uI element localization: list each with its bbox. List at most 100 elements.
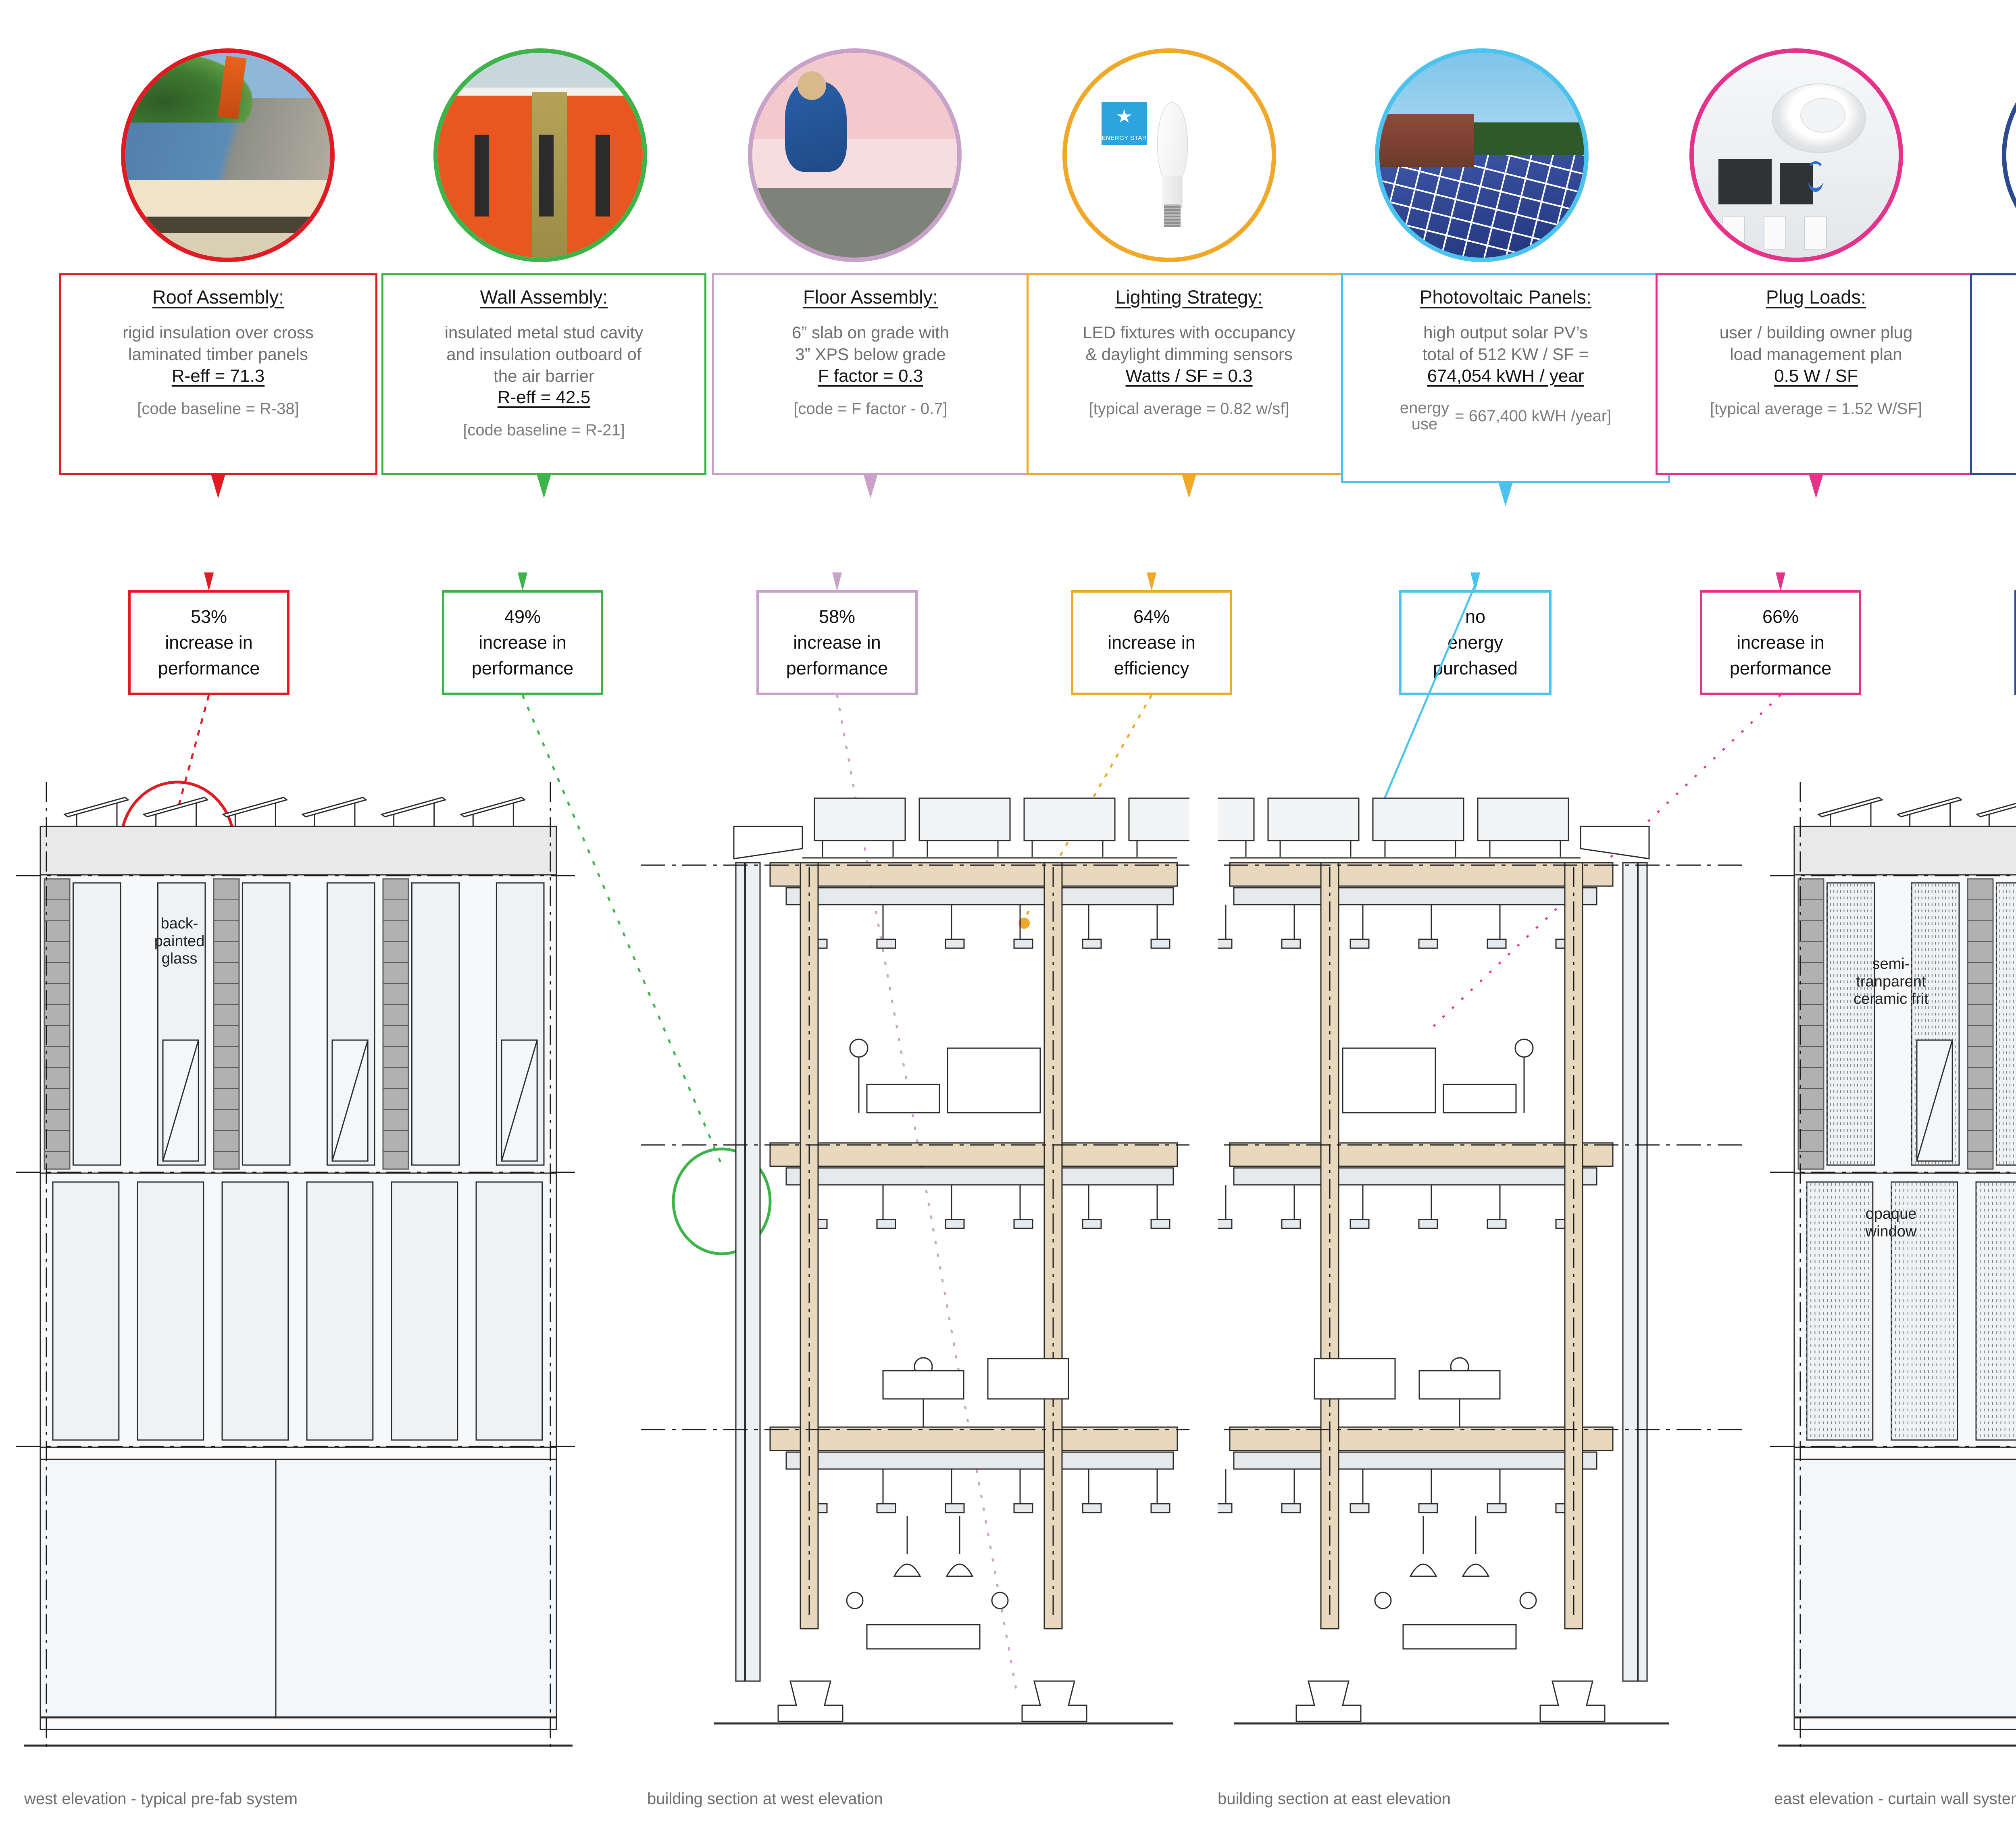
plug-card-description: user / building owner plug load managemen… bbox=[1720, 322, 1913, 365]
floor-assembly-photo bbox=[748, 48, 962, 262]
east-elevation-drawing bbox=[1770, 766, 2016, 1766]
floor-badge-line: increase in bbox=[793, 632, 881, 653]
roof-assembly-photo bbox=[121, 48, 335, 262]
roof-badge-line: increase in bbox=[165, 632, 253, 653]
lighting-strategy-photo: ENERGY STAR bbox=[1062, 48, 1276, 262]
west-elevation-drawing bbox=[16, 766, 581, 1766]
back-painted-glass-line: back- bbox=[160, 915, 198, 932]
floor-info-card: Floor Assembly: 6” slab on grade with 3” X… bbox=[712, 273, 1029, 475]
plug-badge-line: performance bbox=[1729, 658, 1832, 678]
section-west-drawing bbox=[641, 766, 1189, 1766]
plug-info-card: Plug Loads: user / building owner plug loa… bbox=[1656, 273, 1976, 475]
roof-card-pointer bbox=[211, 474, 225, 498]
wall-baseline-note: [code baseline = R-21] bbox=[463, 421, 625, 439]
wall-badge-line: 49% bbox=[504, 606, 541, 627]
photovoltaic-panels-photo bbox=[1375, 48, 1589, 262]
lighting-badge-line: efficiency bbox=[1114, 658, 1189, 678]
pv-performance-badge: no energy purchased bbox=[1399, 590, 1552, 695]
floor-baseline-note: [code = F factor - 0.7] bbox=[793, 400, 948, 418]
pv-badge-pointer bbox=[1470, 572, 1480, 591]
pv-card-description: high output solar PV’s total of 512 KW / … bbox=[1422, 322, 1589, 365]
pv-card-title: Photovoltaic Panels: bbox=[1420, 286, 1591, 308]
floor-desc-line: 6” slab on grade with bbox=[792, 323, 949, 342]
pv-badge-line: energy bbox=[1447, 632, 1503, 653]
lighting-card-title: Lighting Strategy: bbox=[1115, 286, 1263, 308]
lighting-badge-pointer bbox=[1147, 572, 1156, 591]
floor-card-pointer bbox=[863, 474, 878, 498]
energy-star-label: ENERGY STAR bbox=[1102, 135, 1147, 142]
floor-card-description: 6” slab on grade with 3” XPS below grade bbox=[792, 322, 949, 365]
lighting-card-description: LED fixtures with occupancy & daylight di… bbox=[1083, 322, 1295, 365]
wall-desc-line: and insulation outboard of bbox=[446, 344, 641, 364]
opaque-window-line: window bbox=[1865, 1223, 1917, 1240]
lighting-performance-badge: 64% increase in efficiency bbox=[1071, 590, 1232, 695]
pv-note-word: energy bbox=[1400, 399, 1450, 417]
floor-badge-pointer bbox=[832, 572, 842, 591]
floor-desc-line: 3” XPS below grade bbox=[795, 344, 946, 364]
plug-desc-line: load management plan bbox=[1730, 344, 1902, 364]
wall-badge-pointer bbox=[518, 572, 527, 591]
plug-loads-photo bbox=[1689, 48, 1903, 262]
wall-badge-line: performance bbox=[471, 658, 574, 678]
lighting-info-card: Lighting Strategy: LED fixtures with occu… bbox=[1027, 273, 1352, 475]
section-west-caption: building section at west elevation bbox=[647, 1790, 883, 1808]
plug-metric-value: 0.5 W / SF bbox=[1774, 366, 1858, 386]
wall-card-pointer bbox=[537, 474, 551, 498]
lighting-badge-line: 64% bbox=[1133, 606, 1170, 627]
pv-desc-line: total of 512 KW / SF = bbox=[1422, 344, 1589, 364]
back-painted-glass-line: glass bbox=[161, 950, 198, 968]
plug-baseline-note: [typical average = 1.52 W/SF] bbox=[1710, 400, 1922, 418]
ceramic-frit-line: semi- bbox=[1872, 955, 1910, 972]
lighting-baseline-note: [typical average = 0.82 w/sf] bbox=[1089, 400, 1289, 418]
exterior-glazing-photo bbox=[2002, 48, 2016, 262]
roof-performance-badge: 53% increase in performance bbox=[128, 590, 289, 695]
floor-metric-value: F factor = 0.3 bbox=[818, 366, 923, 386]
wall-badge-line: increase in bbox=[479, 632, 566, 653]
ceramic-frit-line: tranparent bbox=[1856, 973, 1926, 990]
plug-badge-pointer bbox=[1776, 572, 1785, 591]
pv-info-card: Photovoltaic Panels: high output solar PV… bbox=[1341, 273, 1670, 483]
lighting-badge-line: increase in bbox=[1108, 632, 1195, 653]
roof-info-card: Roof Assembly: rigid insulation over cros… bbox=[59, 273, 377, 475]
section-east-drawing bbox=[1218, 766, 1742, 1766]
plug-card-title: Plug Loads: bbox=[1766, 286, 1866, 308]
energy-star-logo: ENERGY STAR bbox=[1102, 102, 1147, 145]
lighting-desc-line: LED fixtures with occupancy bbox=[1083, 323, 1295, 342]
wall-desc-line: insulated metal stud cavity bbox=[444, 323, 644, 342]
floor-card-title: Floor Assembly: bbox=[803, 286, 938, 308]
pv-metric-value: 674,054 kWH / year bbox=[1427, 366, 1584, 386]
roof-badge-line: 53% bbox=[190, 606, 227, 627]
lighting-metric-value: Watts / SF = 0.3 bbox=[1125, 366, 1253, 386]
plug-desc-line: user / building owner plug bbox=[1719, 323, 1913, 342]
floor-badge-line: performance bbox=[786, 658, 888, 678]
section-east-caption: building section at east elevation bbox=[1218, 1790, 1451, 1808]
wall-performance-badge: 49% increase in performance bbox=[442, 590, 603, 695]
lighting-desc-line: & daylight dimming sensors bbox=[1085, 344, 1293, 364]
roof-card-title: Roof Assembly: bbox=[152, 286, 284, 308]
opaque-window-line: opaque bbox=[1865, 1205, 1917, 1222]
roof-badge-line: performance bbox=[158, 658, 260, 678]
plug-card-pointer bbox=[1809, 474, 1823, 498]
west-elevation-caption: west elevation - typical pre-fab system bbox=[24, 1790, 298, 1808]
glazing-info-card: Exterior Glazing:triple glazed systemU-v… bbox=[1970, 273, 2016, 475]
pv-desc-line: high output solar PV’s bbox=[1423, 323, 1588, 342]
roof-badge-pointer bbox=[204, 572, 214, 591]
pv-badge-line: no bbox=[1465, 606, 1486, 627]
pv-badge-line: purchased bbox=[1433, 658, 1518, 678]
plug-badge-line: 66% bbox=[1762, 606, 1799, 627]
wall-metric-value: R-eff = 42.5 bbox=[497, 387, 591, 408]
wall-assembly-photo bbox=[433, 48, 647, 262]
wall-card-description: insulated metal stud cavity and insulatio… bbox=[445, 322, 644, 387]
ceramic-frit-line: ceramic frit bbox=[1854, 991, 1929, 1008]
roof-baseline-note: [code baseline = R-38] bbox=[137, 400, 299, 418]
back-painted-glass-line: painted bbox=[154, 932, 205, 950]
pv-note-word: use bbox=[1411, 415, 1438, 433]
